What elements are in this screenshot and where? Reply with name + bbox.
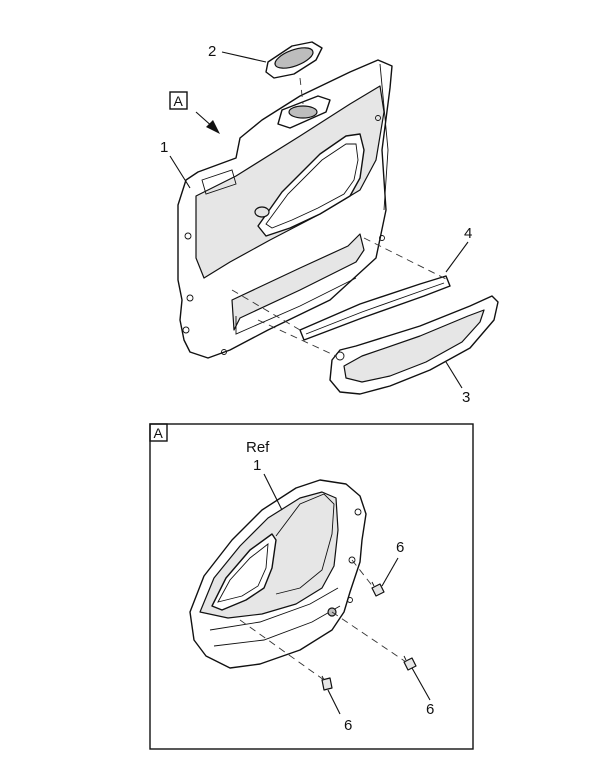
clip-lower-left bbox=[321, 675, 333, 691]
callout-2: 2 bbox=[208, 43, 216, 60]
detail-callout-1: 1 bbox=[253, 457, 261, 474]
callout-4: 4 bbox=[464, 225, 472, 242]
clip-lower-right bbox=[403, 655, 417, 671]
view-arrow bbox=[195, 111, 220, 134]
leader-lines bbox=[169, 51, 469, 389]
detail-assembly-lines bbox=[239, 559, 407, 681]
pocket-seal-strip bbox=[299, 275, 451, 341]
detail-callout-6b: 6 bbox=[426, 701, 434, 718]
main-exploded-view: A 2 1 4 3 bbox=[160, 41, 499, 406]
callout-1: 1 bbox=[160, 139, 168, 156]
ref-label: Ref bbox=[246, 439, 270, 456]
detail-door-panel bbox=[189, 479, 367, 669]
clip-right bbox=[371, 581, 385, 597]
callout-3: 3 bbox=[462, 389, 470, 406]
detail-callout-6c: 6 bbox=[344, 717, 352, 734]
door-trim-panel bbox=[177, 59, 393, 359]
detail-callout-6a: 6 bbox=[396, 539, 404, 556]
view-tag: A bbox=[174, 93, 184, 109]
speaker-cover bbox=[265, 41, 323, 79]
view-tag-box bbox=[169, 91, 188, 110]
detail-tag-box bbox=[149, 423, 168, 442]
detail-view-a: A bbox=[149, 423, 474, 750]
assembly-lines bbox=[231, 77, 449, 357]
detail-leader-lines bbox=[263, 473, 431, 715]
detail-frame bbox=[149, 423, 474, 750]
detail-view-tag: A bbox=[154, 425, 164, 441]
